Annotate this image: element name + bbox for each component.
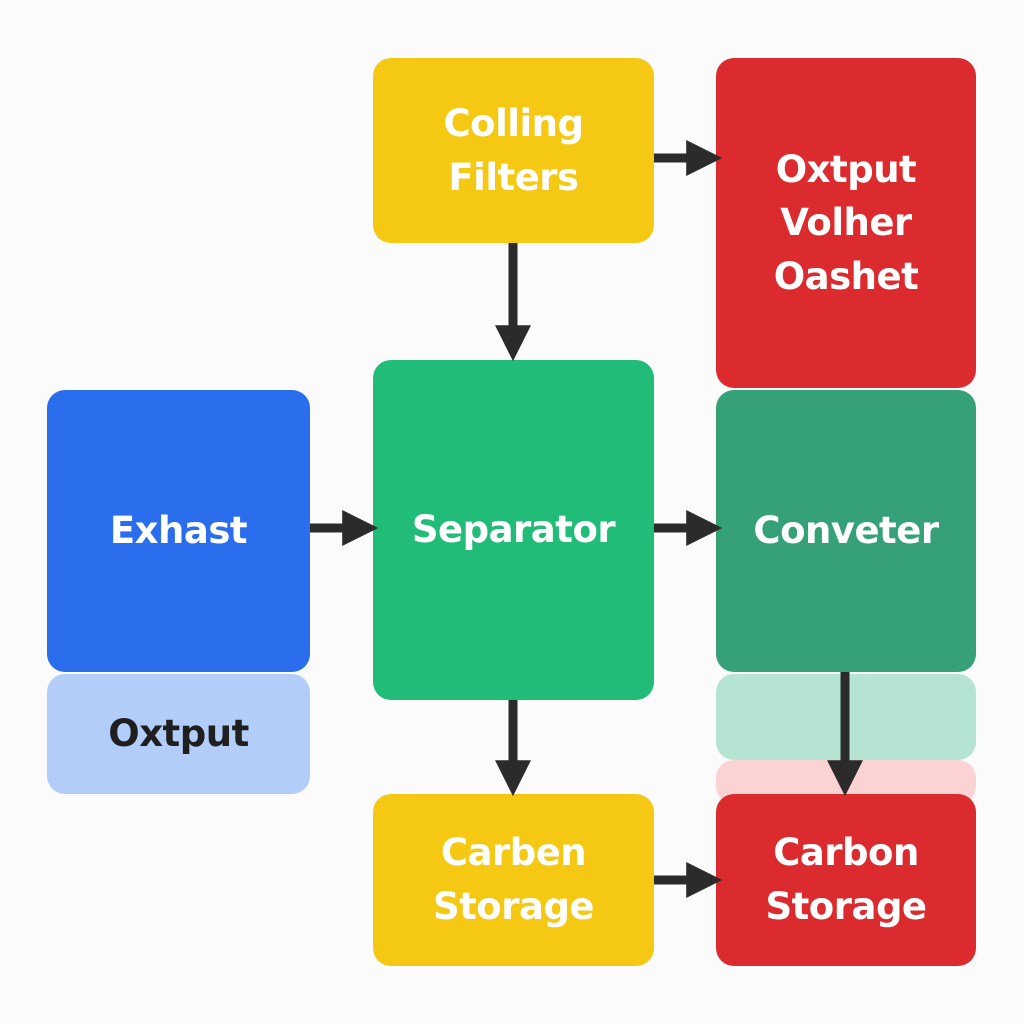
node-carben-storage[interactable]: Carben Storage [373, 794, 654, 966]
node-label: Separator [411, 508, 616, 552]
node-converter[interactable]: Conveter [716, 390, 976, 672]
node-label: Oxtput [108, 712, 249, 756]
node-output[interactable]: Oxtput [47, 674, 310, 794]
node-output-volher[interactable]: Oxtput Volher Oashet [716, 58, 976, 388]
node-label: Carbon Storage [765, 831, 927, 928]
node-label: Carben Storage [432, 831, 595, 928]
node-cooling-filters[interactable]: Colling Filters [373, 58, 654, 243]
node-label: Colling Filters [443, 101, 584, 199]
node-separator[interactable]: Separator [373, 360, 654, 700]
node-label: Conveter [753, 509, 939, 553]
node-label: Exhast [109, 509, 248, 553]
node-exhaust[interactable]: Exhast [47, 390, 310, 672]
node-carbon-storage[interactable]: Carbon Storage [716, 794, 976, 966]
node-label: Oxtput Volher Oashet [773, 147, 919, 298]
